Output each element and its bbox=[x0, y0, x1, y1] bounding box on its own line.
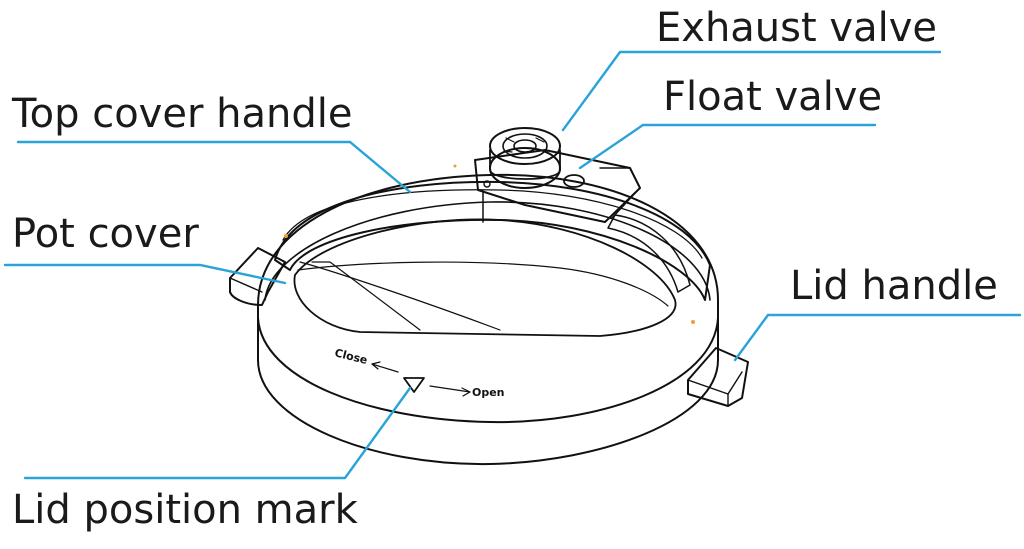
lid-position-mark-triangle bbox=[403, 377, 425, 393]
label-lid-handle: Lid handle bbox=[790, 263, 998, 309]
leader-top-cover-handle bbox=[16, 140, 412, 194]
leader-exhaust-valve bbox=[561, 50, 942, 132]
label-pot-cover: Pot cover bbox=[12, 211, 199, 257]
exhaust-valve-knob bbox=[489, 127, 561, 189]
label-top-cover-handle: Top cover handle bbox=[12, 91, 353, 137]
top-cover-handle-shape bbox=[274, 180, 711, 301]
label-lid-position-mark: Lid position mark bbox=[12, 487, 358, 533]
right-lid-handle bbox=[687, 347, 749, 407]
open-marking: Open bbox=[472, 386, 505, 399]
leader-pot-cover bbox=[3, 263, 287, 285]
leader-float-valve bbox=[578, 123, 877, 170]
label-exhaust-valve: Exhaust valve bbox=[656, 5, 937, 51]
leader-lid-position-mark bbox=[23, 386, 412, 480]
inner-lid-dome bbox=[293, 218, 677, 337]
close-marking: Close bbox=[333, 346, 369, 367]
float-valve-hole bbox=[563, 174, 585, 188]
leader-lid-handle bbox=[733, 313, 1022, 362]
label-float-valve: Float valve bbox=[663, 74, 883, 120]
left-lid-handle bbox=[229, 247, 286, 306]
pot-cover-rim bbox=[257, 317, 719, 424]
pot-cover-body bbox=[257, 173, 719, 466]
